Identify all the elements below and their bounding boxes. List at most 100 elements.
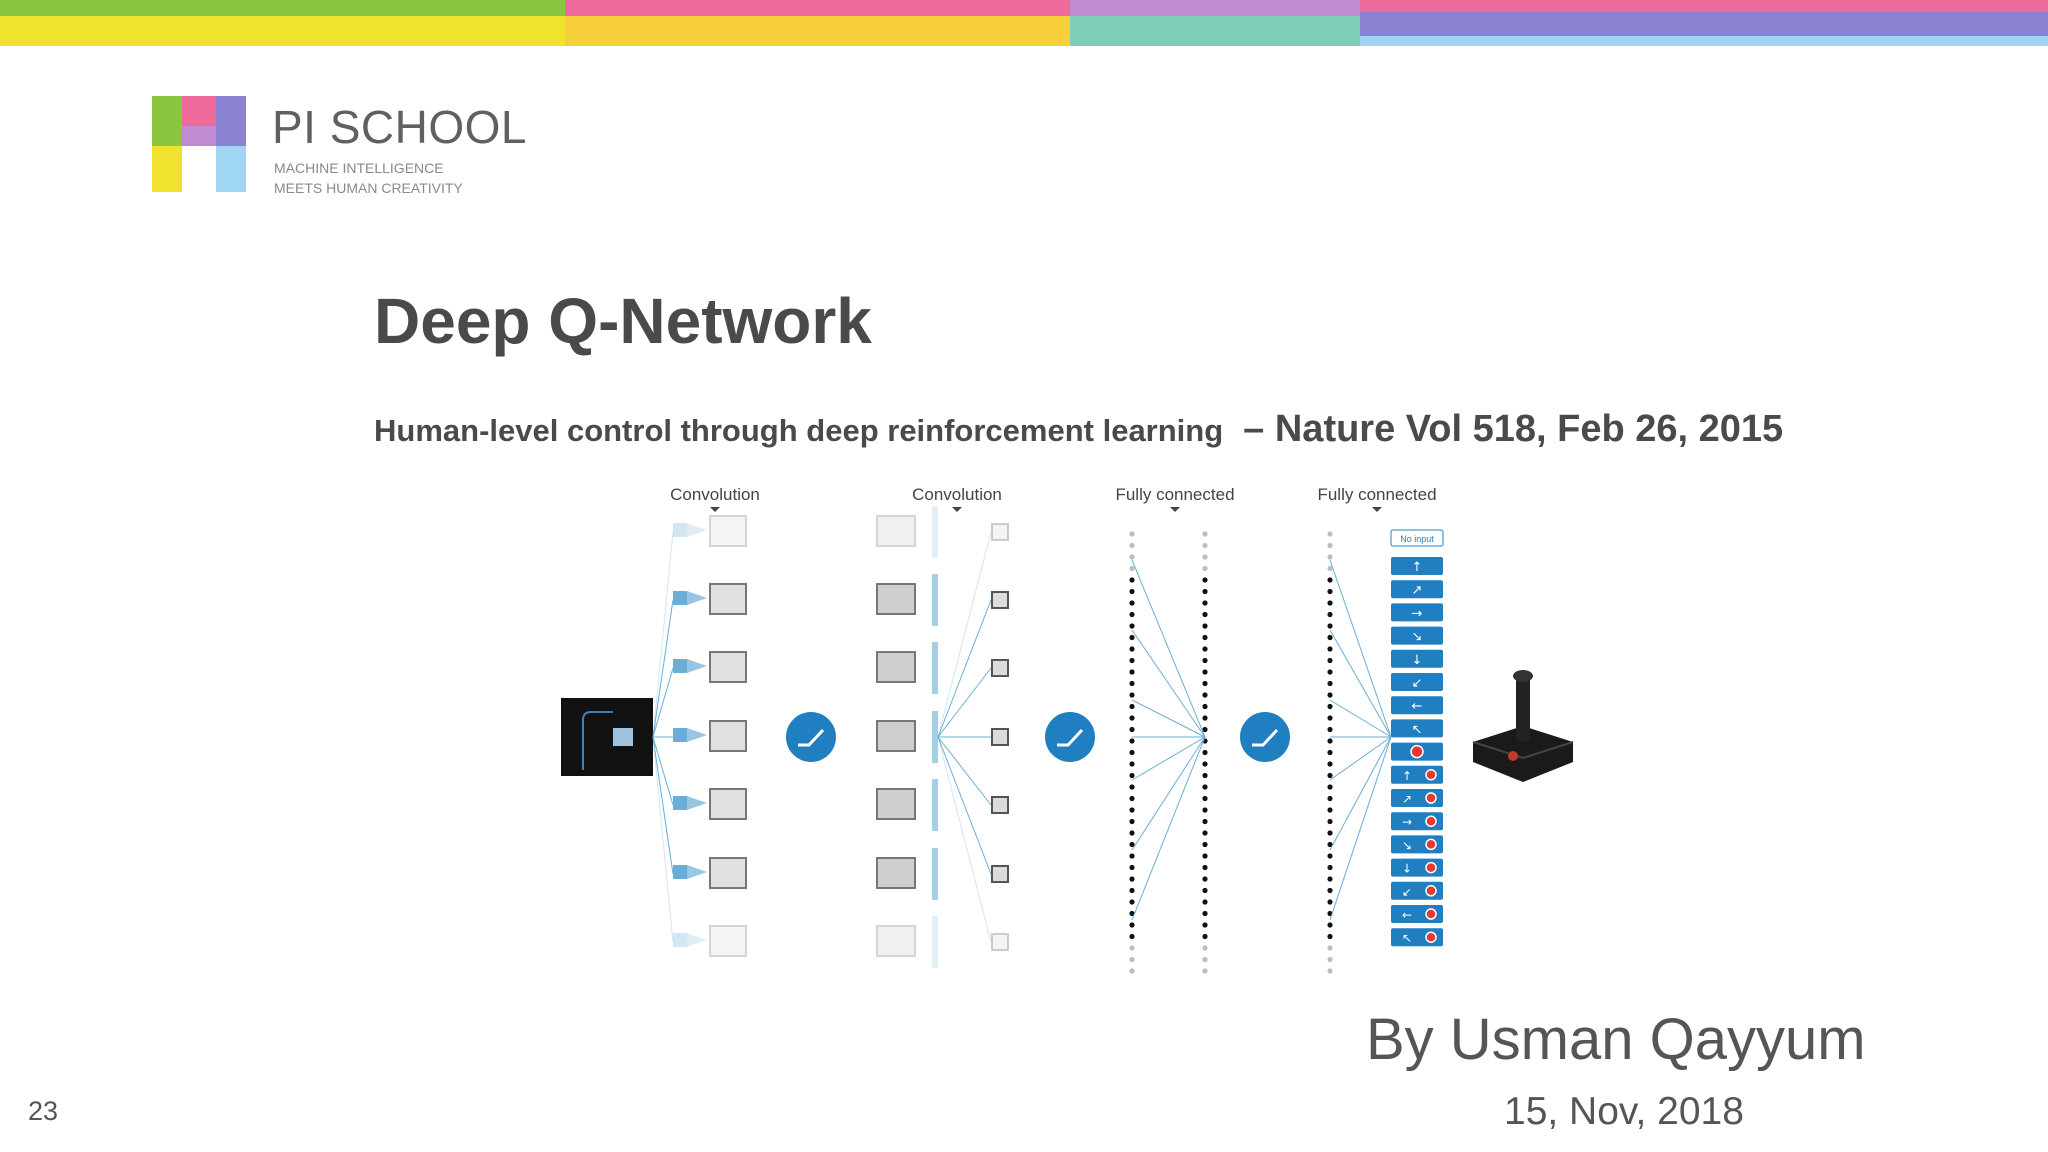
fc-neuron — [1327, 772, 1333, 779]
fc-neuron — [1129, 933, 1135, 940]
fc-neuron — [1129, 772, 1135, 779]
conv1-kernel — [673, 796, 687, 810]
page-number: 23 — [28, 1096, 59, 1126]
fc-neuron — [1327, 795, 1333, 802]
output-action-box — [1391, 557, 1443, 575]
fc-neuron — [1327, 830, 1333, 836]
fc-neuron — [1327, 577, 1333, 583]
fc-neuron — [1129, 761, 1135, 767]
fc-neuron — [1129, 899, 1135, 905]
fc-neuron — [1327, 611, 1333, 618]
fc-neuron — [1327, 945, 1333, 951]
fc-neuron — [1202, 933, 1208, 940]
output-arrow-icon: ↖ — [1402, 931, 1412, 945]
layer-label-fc2: Fully connected — [1317, 485, 1436, 504]
dqn-architecture-diagram: Convolution Convolution Fully connected … — [561, 485, 1574, 974]
layer-label-conv2: Convolution — [912, 485, 1002, 504]
fc-neuron — [1202, 715, 1208, 721]
fc-neuron — [1202, 657, 1208, 664]
conv2-output-node — [991, 865, 1009, 883]
fc-neuron — [1202, 623, 1208, 629]
fc-neuron — [1327, 738, 1333, 744]
conv1-kernel — [673, 865, 687, 879]
fc-neuron — [1327, 784, 1333, 790]
paper-citation: – Nature Vol 518, Feb 26, 2015 — [1243, 408, 1784, 450]
conv1-feature-map — [709, 583, 747, 615]
fc-neuron — [1202, 864, 1208, 871]
fc-neuron — [1202, 565, 1208, 572]
fc-neuron — [1327, 623, 1333, 629]
fc-neuron — [1129, 784, 1135, 790]
output-arrow-icon: ↘ — [1402, 838, 1412, 852]
fc-neuron — [1129, 749, 1135, 756]
fc-neuron — [1202, 887, 1208, 894]
fc-neuron — [1129, 945, 1135, 951]
fc-neuron — [1202, 807, 1208, 813]
fc-neuron — [1129, 922, 1135, 928]
fc-neuron — [1327, 761, 1333, 767]
conv2-feature-map — [876, 788, 916, 820]
slide-title: Deep Q-Network — [374, 285, 872, 357]
output-arrow-icon: ↓ — [1412, 653, 1423, 668]
fc-neuron — [1202, 680, 1208, 687]
fc-neuron — [1327, 588, 1333, 595]
fc-neuron — [1202, 956, 1208, 963]
output-action-box — [1391, 649, 1443, 668]
fc-neuron — [1202, 841, 1208, 848]
fc-neuron — [1129, 956, 1135, 963]
fire-button-icon — [1425, 885, 1437, 897]
conv1-feature-map — [709, 788, 747, 820]
fc-neuron — [1129, 841, 1135, 848]
brand-name: PI SCHOOL — [272, 101, 528, 153]
fc-neuron — [1129, 968, 1135, 974]
fc-neuron — [1202, 830, 1208, 836]
fc-neuron — [1202, 876, 1208, 882]
fc-neuron — [1129, 577, 1135, 583]
fc-neuron — [1129, 738, 1135, 744]
brand-tagline: MACHINE INTELLIGENCE MEETS HUMAN CREATIV… — [274, 158, 463, 198]
fc-neuron — [1327, 565, 1333, 572]
fc-neuron — [1202, 611, 1208, 618]
fc-neuron — [1202, 577, 1208, 583]
fc-neuron — [1327, 531, 1333, 537]
conv2-output-node — [991, 933, 1009, 951]
conv1-feature-map — [709, 925, 747, 957]
fc-neuron — [1327, 853, 1333, 859]
output-action-box — [1391, 719, 1443, 738]
top-color-bar — [0, 0, 2048, 46]
conv2-kernel-strip — [932, 711, 938, 763]
fc-neuron — [1129, 910, 1135, 917]
conv2-feature-map — [876, 857, 916, 889]
fc-neuron — [1129, 726, 1135, 733]
fc-neuron — [1129, 669, 1135, 675]
fc-neuron — [1327, 646, 1333, 652]
fc-neuron — [1202, 818, 1208, 825]
conv1-feature-map — [709, 515, 747, 547]
fc-neuron — [1327, 876, 1333, 882]
fc-neuron — [1129, 876, 1135, 882]
conv1-feature-map — [709, 720, 747, 752]
fc-neuron — [1202, 922, 1208, 928]
fc-neuron — [1327, 841, 1333, 848]
author-name: By Usman Qayyum — [1366, 1007, 1866, 1072]
fc-neuron — [1202, 646, 1208, 652]
fc-neuron — [1129, 634, 1135, 641]
fc-neuron — [1202, 795, 1208, 802]
conv2-output-node — [991, 728, 1009, 746]
fc-neuron — [1129, 887, 1135, 894]
fc-neuron — [1129, 680, 1135, 687]
output-arrow-icon: ↑ — [1402, 769, 1412, 783]
conv2-output-node — [991, 796, 1009, 814]
fire-button-icon — [1425, 769, 1437, 781]
conv2-output-node — [991, 591, 1009, 609]
fc-neuron — [1202, 784, 1208, 790]
fc-neuron — [1327, 542, 1333, 549]
fc-neuron — [1327, 956, 1333, 963]
fire-button-icon — [1425, 908, 1437, 920]
fc-neuron — [1327, 703, 1333, 710]
fc-neuron — [1202, 703, 1208, 710]
fc-neuron — [1327, 933, 1333, 940]
fc-neuron — [1327, 922, 1333, 928]
fc-neuron — [1202, 899, 1208, 905]
output-arrow-icon: ↙ — [1412, 676, 1423, 691]
